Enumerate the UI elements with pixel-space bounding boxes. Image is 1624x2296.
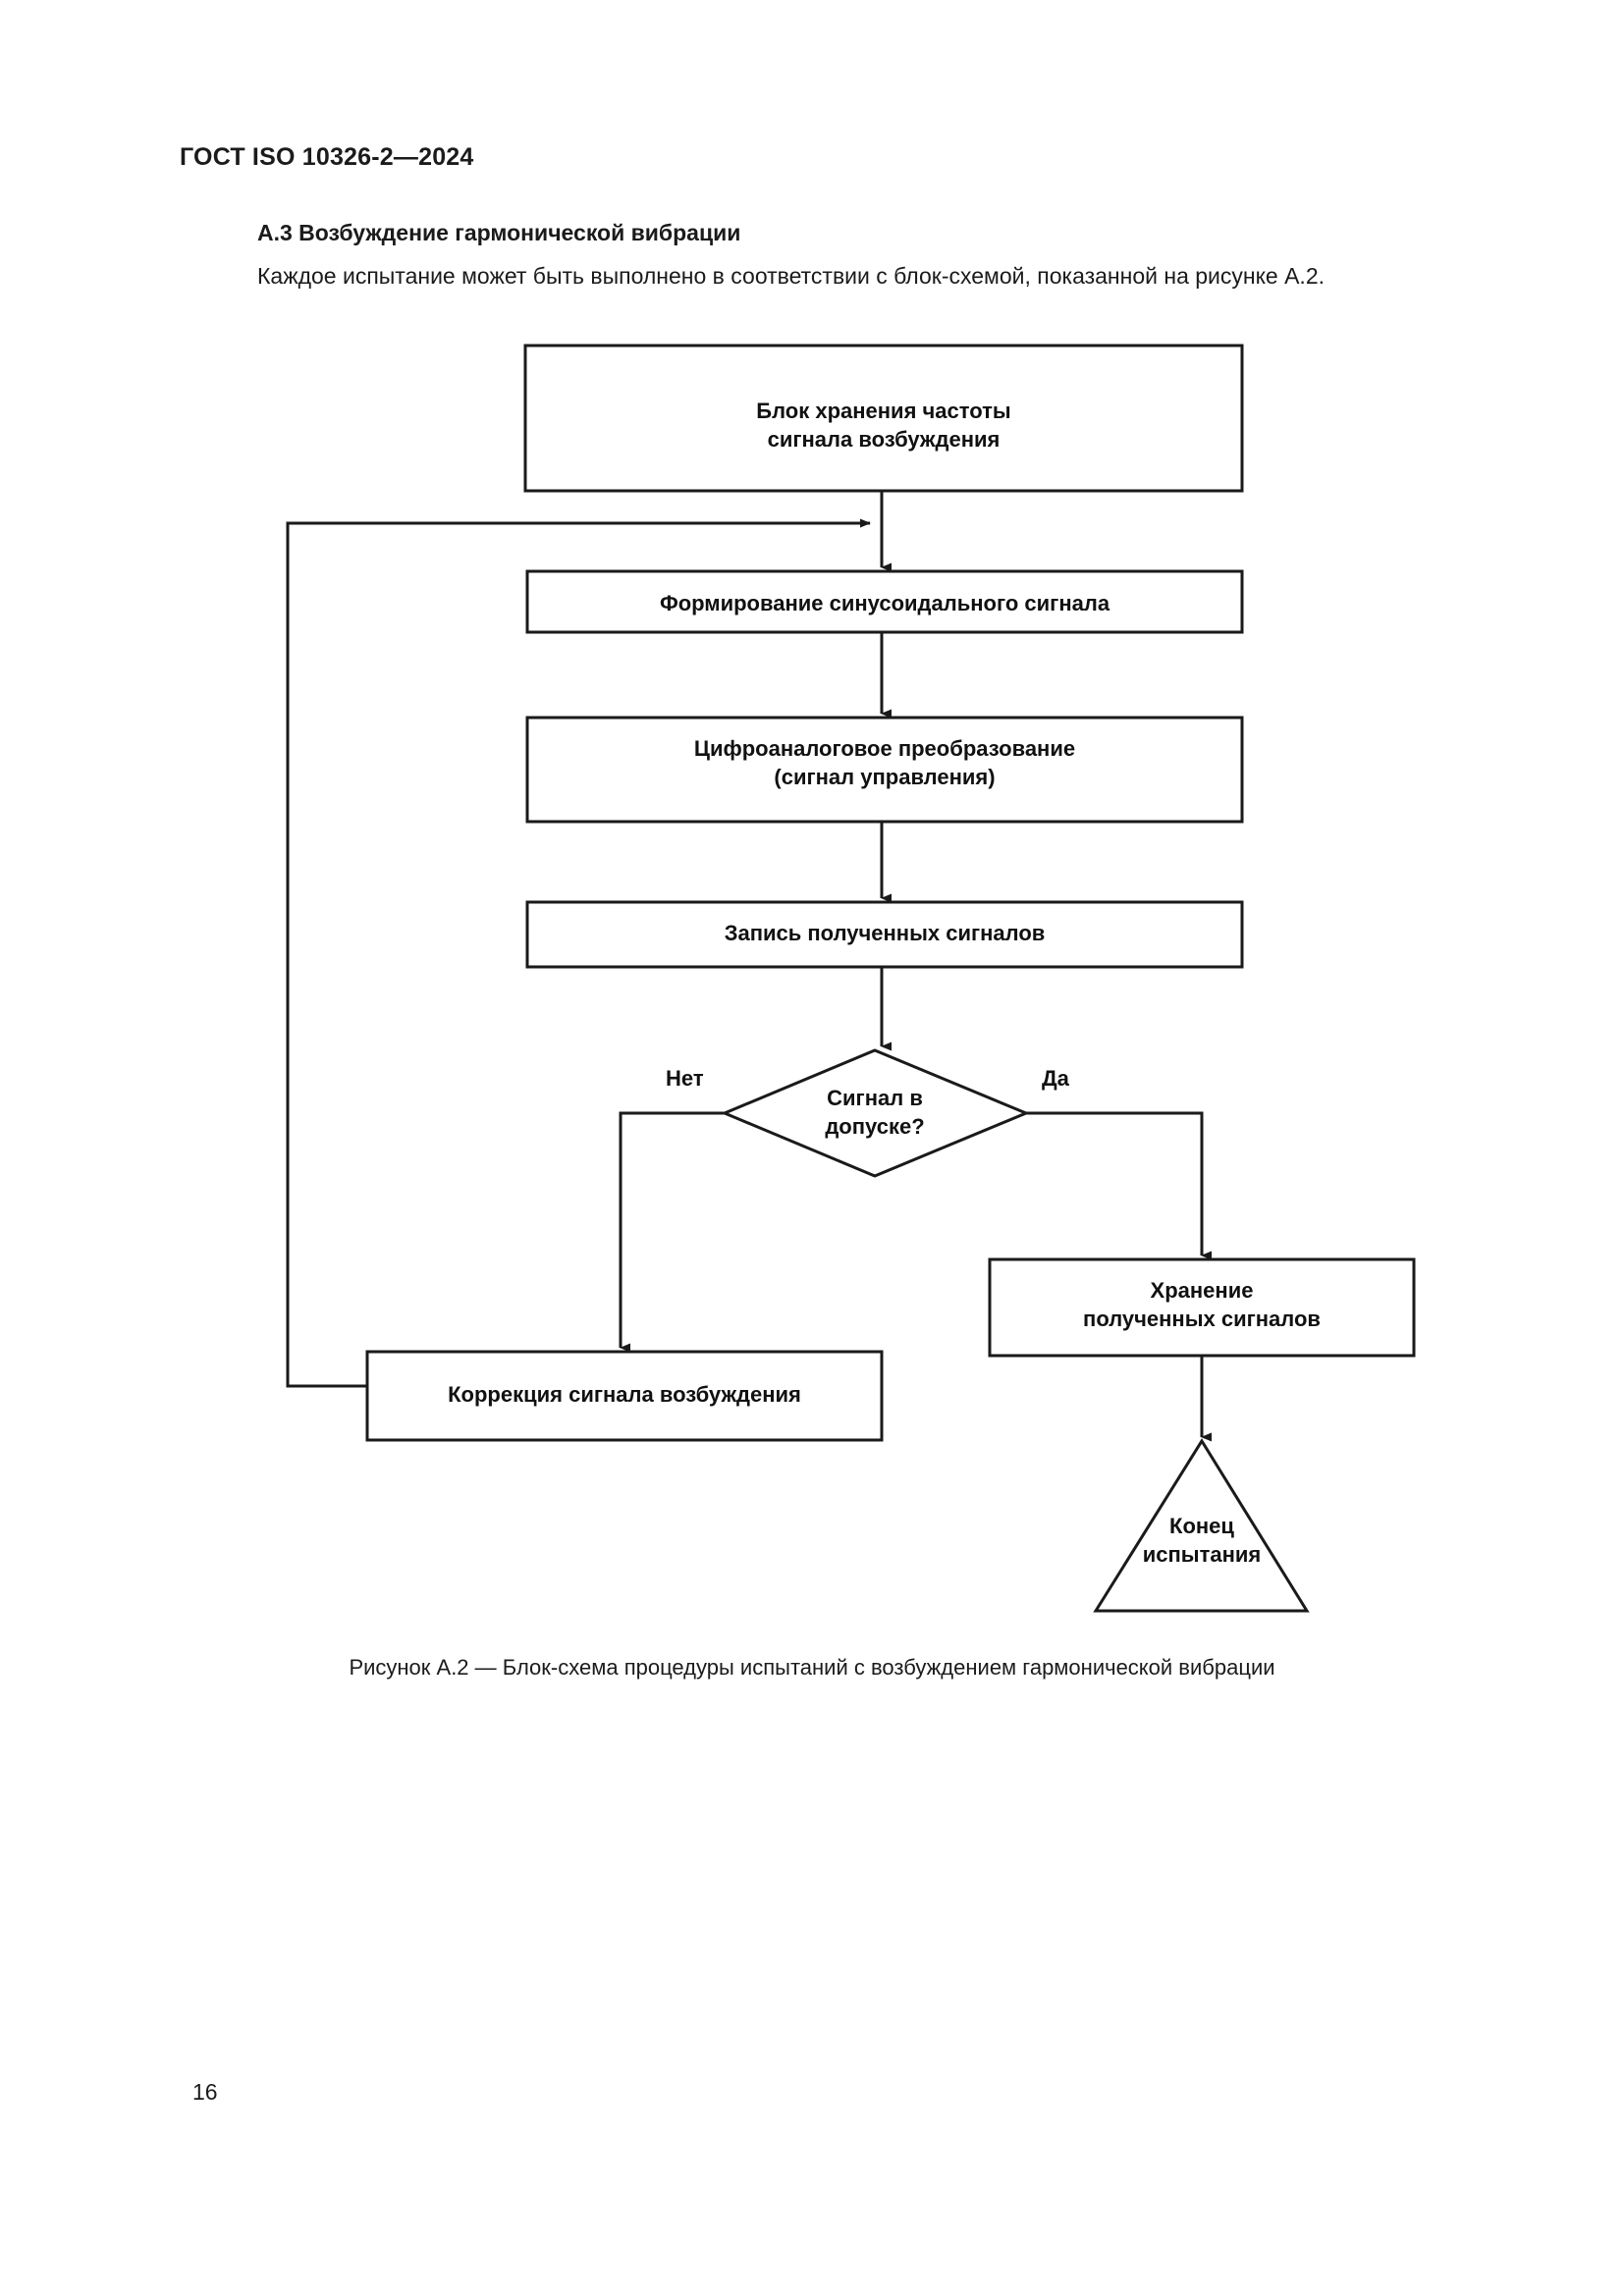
- section-intro-text: Каждое испытание может быть выполнено в …: [257, 263, 1326, 289]
- node-correct-signal-shape: [365, 1350, 884, 1442]
- node-dac-conversion-shape: [525, 716, 1244, 824]
- edge-label-yes: Да: [1042, 1066, 1069, 1091]
- node-signal-in-tolerance-shape: [721, 1048, 1030, 1178]
- edge-correct-signal-feedback-loop: [286, 518, 871, 1388]
- edge-label-no: Нет: [666, 1066, 704, 1091]
- node-end-of-test-shape: [1093, 1438, 1310, 1613]
- edge-decision-yes-to-store-signals: [1026, 1111, 1212, 1260]
- edge-decision-no-to-correct-signal: [619, 1111, 725, 1353]
- page-number: 16: [192, 2079, 218, 2105]
- section-heading: A.3 Возбуждение гармонической вибрации: [257, 220, 741, 245]
- node-store-frequency-shape: [523, 344, 1244, 493]
- node-store-signals-shape: [988, 1257, 1416, 1358]
- running-header: ГОСТ ISO 10326-2—2024: [180, 143, 474, 171]
- figure-caption: Рисунок А.2 — Блок-схема процедуры испыт…: [349, 1655, 1275, 1680]
- node-record-signals-shape: [525, 900, 1244, 969]
- node-generate-sine-shape: [525, 569, 1244, 634]
